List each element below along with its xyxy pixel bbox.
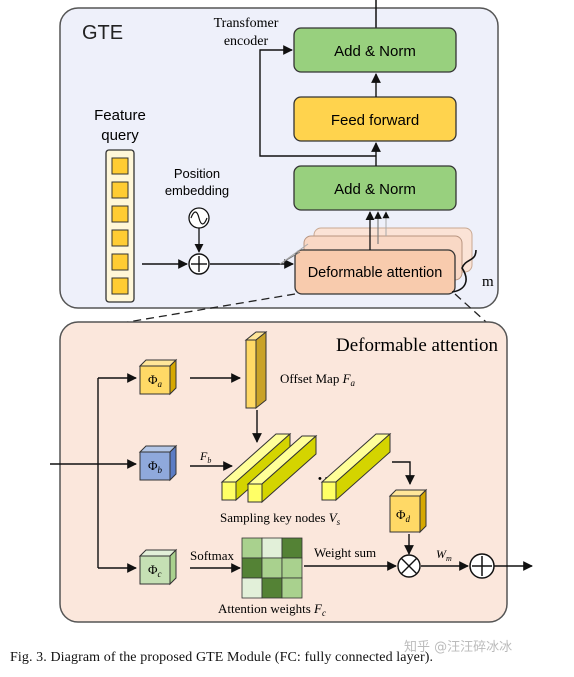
zoom-connector-left [79,293,296,331]
feed-forward-box [293,96,457,142]
add-norm-top-box [293,27,457,73]
feature-query-label-2: query [101,127,139,144]
add-norm-bottom-box [293,165,457,211]
arrow-sampling-to-phi-d [392,461,415,485]
softmax-label: Softmax [190,548,235,563]
add-norm-top-label: Add & Norm [334,43,416,60]
weight-sum-label: Weight sum [314,545,376,560]
residual-line-top [259,45,376,157]
sampling-key-nodes-label: Sampling key nodes Vs [220,510,341,527]
query-cell [111,229,129,247]
phi-d-cube [388,488,428,534]
offset-map-slab [244,330,268,410]
sampling-bar-2 [246,434,318,504]
offset-map-label: Offset Map Fa [280,371,356,388]
encoder-label-1: Transfomer [214,16,279,31]
phi-b-label: Φb [148,458,163,475]
query-cell [111,205,129,223]
deformable-attention-box [294,249,456,295]
attention-weights-grid [241,537,303,599]
deform-title: Deformable attention [336,335,498,356]
fan-line-2 [279,243,309,265]
wm-label: Wm [436,547,452,563]
feed-forward-label: Feed forward [331,112,419,129]
sampling-bar-3 [320,432,392,502]
query-cell [111,157,129,175]
gte-title: GTE [82,22,123,44]
attention-weights-label: Attention weights Fc [218,601,326,618]
query-cell [111,253,129,271]
phi-b-cube [138,444,178,482]
sine-wave-path [190,211,208,225]
phi-a-label: Φa [148,372,163,389]
query-cell [111,277,129,295]
position-embedding-label-2: embedding [165,183,229,198]
m-bracket [451,249,477,293]
deformable-attention-label: Deformable attention [308,265,443,281]
query-cell [111,181,129,199]
position-embedding-label-1: Position [174,166,220,181]
m-label: m [482,274,494,290]
phi-d-label: Φd [396,507,411,524]
multiply-icon-b [400,557,418,575]
figure-caption: Fig. 3. Diagram of the proposed GTE Modu… [10,650,434,665]
phi-c-label: Φc [148,562,162,579]
fb-label: Fb [199,449,211,465]
phi-a-cube [138,358,178,396]
phi-c-cube [138,548,178,586]
add-norm-bottom-label: Add & Norm [334,181,416,198]
encoder-label-2: encoder [224,34,269,49]
feature-query-label-1: Feature [94,107,146,124]
watermark: 知乎 @汪汪碎冰冰 [404,640,513,655]
feature-query-cells [111,157,129,295]
